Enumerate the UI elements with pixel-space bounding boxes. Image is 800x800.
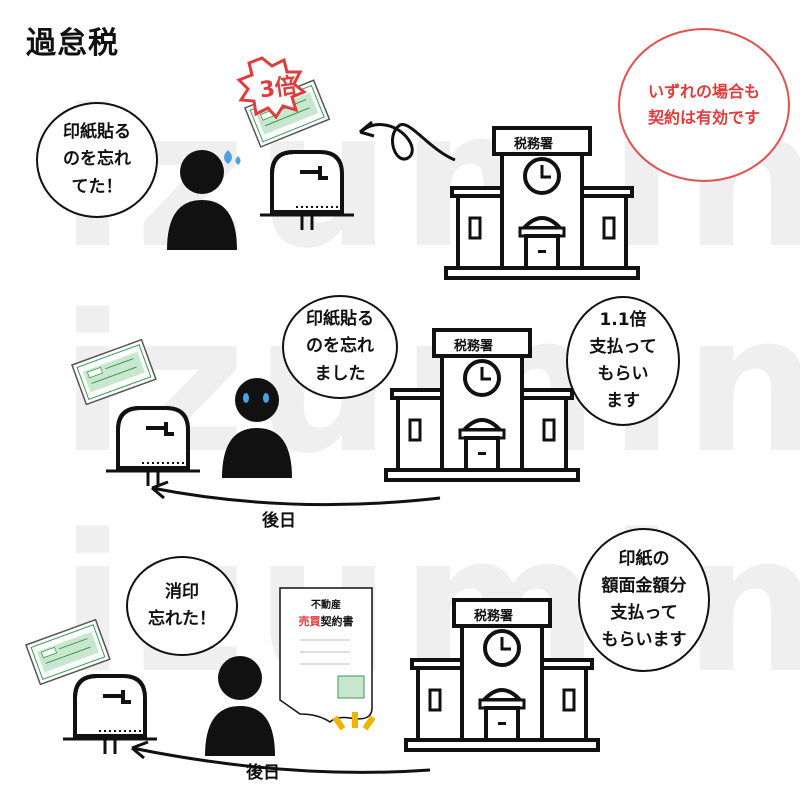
person-1 xyxy=(167,150,237,250)
later-label-row2: 後日 xyxy=(262,511,296,531)
speech-bubble-row2-office: 1.1倍 支払って もらい ます xyxy=(566,296,680,426)
stamped-envelope-2 xyxy=(71,338,157,406)
later-label-row3: 後日 xyxy=(246,763,280,783)
mailbox-3 xyxy=(61,674,159,756)
speech-text-row1: 印紙貼る のを忘れ てた！ xyxy=(63,122,131,197)
speech-text-row2-office: 1.1倍 支払って もらい ます xyxy=(589,309,657,412)
speech-bubble-row3-office: 印紙の 額面金額分 支払って もらいます xyxy=(578,528,710,672)
contract-text: 不動産 売買契約書 xyxy=(280,596,372,629)
penalty-burst-icon xyxy=(236,56,307,120)
contract-line-1: 不動産 xyxy=(311,600,341,611)
mailbox-1 xyxy=(258,150,356,232)
office-sign-3: 税務署 xyxy=(474,609,514,624)
later-arrow-2 xyxy=(151,486,441,507)
person-3 xyxy=(205,656,275,756)
office-sign-1: 税務署 xyxy=(514,137,554,152)
later-arrow-3 xyxy=(131,746,431,774)
contract-line-2-red: 売買 xyxy=(298,615,321,628)
page-title: 過怠税 xyxy=(26,26,119,61)
speech-text-row3-office: 印紙の 額面金額分 支払って もらいます xyxy=(601,548,687,651)
office-sign-2: 税務署 xyxy=(454,339,494,354)
note-bubble: いずれの場合も 契約は有効です xyxy=(618,28,790,182)
speech-text-row2-person: 印紙貼る のを忘れ ました xyxy=(306,309,374,384)
speech-bubble-row2-person: 印紙貼る のを忘れ ました xyxy=(282,295,398,399)
speech-text-row3-person: 消印 忘れた！ xyxy=(148,581,216,629)
shine-marks xyxy=(332,712,376,731)
swirl-arrow xyxy=(359,123,456,162)
contract-line-2-rest: 契約書 xyxy=(320,615,354,628)
speech-bubble-row1: 印紙貼る のを忘れ てた！ xyxy=(36,102,158,218)
speech-bubble-row3-person: 消印 忘れた！ xyxy=(126,556,238,656)
mailbox-2 xyxy=(104,406,202,488)
note-text: いずれの場合も 契約は有効です xyxy=(647,82,760,127)
person-2 xyxy=(222,378,292,478)
sweat-drop-icon xyxy=(224,150,232,164)
